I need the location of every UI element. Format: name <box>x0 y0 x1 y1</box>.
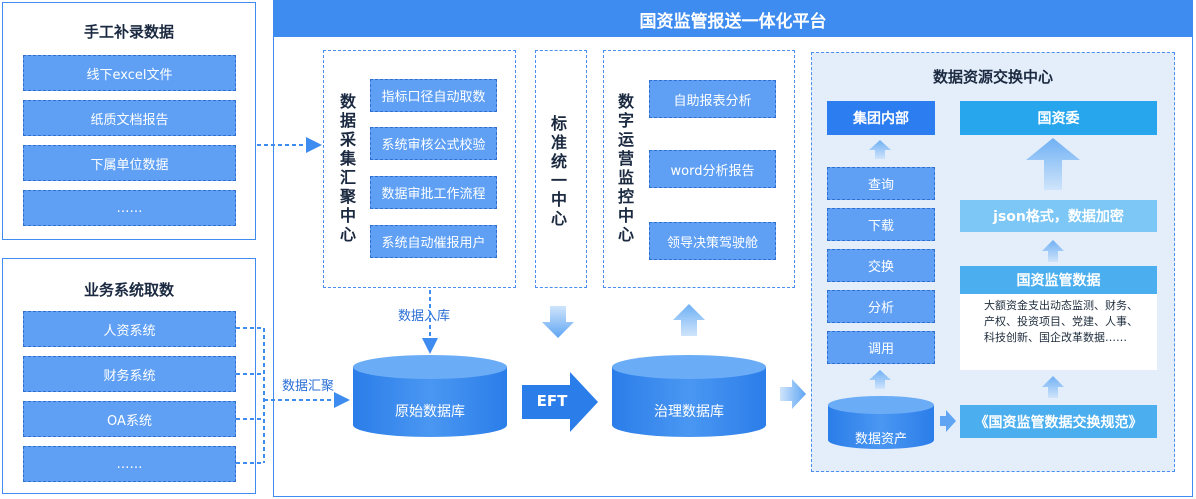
supervision-data-title[interactable]: 国资监管数据 <box>960 266 1157 294</box>
group-internal-label[interactable]: 集团内部 <box>827 101 935 135</box>
monitor-item-word-report[interactable]: word分析报告 <box>649 150 776 188</box>
ingest-label: 数据入库 <box>398 309 451 324</box>
governed-database-label: 治理数据库 <box>654 404 724 420</box>
raw-database-cylinder <box>353 355 507 437</box>
monitor-up-arrow <box>673 304 705 336</box>
manual-data-title: 手工补录数据 <box>83 23 174 41</box>
supervision-data-desc: 大额资金支出动态监测、财务、产权、投资项目、党建、人事、科技创新、国企改革数据…… <box>984 299 1138 344</box>
manual-item-excel[interactable]: 线下excel文件 <box>23 55 236 91</box>
governed-to-exchange-arrow <box>780 379 806 409</box>
asset-to-spec-arrow <box>940 410 956 432</box>
business-data-panel: 业务系统取数 人资系统 财务系统 OA系统 …… <box>2 258 256 494</box>
business-item-hr[interactable]: 人资系统 <box>23 311 236 347</box>
ops-to-group-arrow <box>869 140 891 159</box>
exchange-center-title: 数据资源交换中心 <box>932 68 1053 86</box>
collect-center-box <box>323 50 516 288</box>
standard-center-title: 标准 统一 中心 <box>551 114 568 228</box>
monitor-center-title: 数字 运营 监控 中心 <box>618 92 635 244</box>
data-asset-cylinder <box>828 396 934 449</box>
op-analyze[interactable]: 分析 <box>827 290 935 323</box>
business-connector <box>236 327 350 464</box>
gather-label: 数据汇聚 <box>282 379 335 394</box>
op-invoke[interactable]: 调用 <box>827 331 935 364</box>
op-download[interactable]: 下载 <box>827 208 935 241</box>
business-item-oa[interactable]: OA系统 <box>23 401 236 437</box>
collect-item-auto-remind[interactable]: 系统自动催报用户 <box>370 225 497 258</box>
json-encrypt-label[interactable]: json格式，数据加密 <box>960 200 1157 232</box>
op-exchange[interactable]: 交换 <box>827 249 935 282</box>
standard-center-box <box>535 50 587 288</box>
governed-database-cylinder <box>612 355 766 437</box>
supervision-data-desc-box: 大额资金支出动态监测、财务、产权、投资项目、党建、人事、科技创新、国企改革数据…… <box>960 294 1157 370</box>
platform-title: 国资监管报送一体化平台 <box>639 11 827 32</box>
standard-down-arrow <box>542 306 574 338</box>
eft-label: EFT <box>536 392 568 410</box>
json-to-sasac-arrow <box>1026 138 1080 190</box>
monitor-item-self-report[interactable]: 自助报表分析 <box>649 80 776 118</box>
collect-item-auto-fetch[interactable]: 指标口径自动取数 <box>370 79 497 112</box>
monitor-item-cockpit[interactable]: 领导决策驾驶舱 <box>649 222 776 260</box>
monitor-center-box <box>603 50 795 288</box>
op-query[interactable]: 查询 <box>827 167 935 200</box>
spec-to-supervision-arrow <box>1042 376 1064 398</box>
raw-database-label: 原始数据库 <box>395 404 465 420</box>
business-item-more[interactable]: …… <box>23 446 236 482</box>
manual-item-subsidiary[interactable]: 下属单位数据 <box>23 145 236 181</box>
exchange-spec-label[interactable]: 《国资监管数据交换规范》 <box>960 405 1157 438</box>
manual-item-paper[interactable]: 纸质文档报告 <box>23 100 236 136</box>
asset-to-ops-arrow <box>869 370 891 389</box>
platform-header: 国资监管报送一体化平台 <box>274 1 1192 37</box>
collect-center-title: 数据 采集 汇聚 中心 <box>340 92 357 244</box>
supervision-to-json-arrow <box>1042 240 1064 262</box>
business-data-title: 业务系统取数 <box>83 281 174 299</box>
manual-data-panel: 手工补录数据 线下excel文件 纸质文档报告 下属单位数据 …… <box>2 2 256 240</box>
collect-item-approval-flow[interactable]: 数据审批工作流程 <box>370 176 497 209</box>
manual-item-more[interactable]: …… <box>23 190 236 226</box>
sasac-label[interactable]: 国资委 <box>960 101 1157 135</box>
collect-item-formula-check[interactable]: 系统审核公式校验 <box>370 127 497 160</box>
eft-arrow <box>522 372 598 432</box>
data-asset-label: 数据资产 <box>854 432 907 447</box>
business-item-finance[interactable]: 财务系统 <box>23 356 236 392</box>
